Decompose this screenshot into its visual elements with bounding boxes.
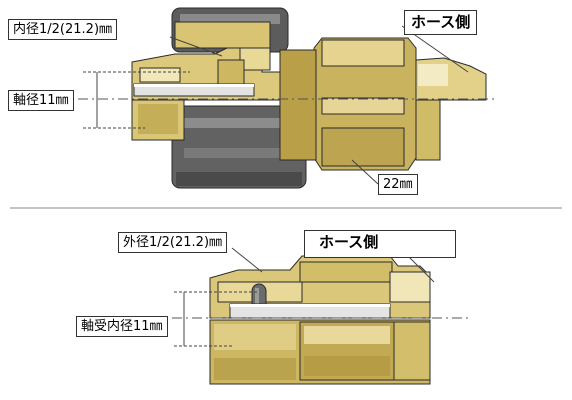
bottom-outer-diameter-label: 外径1/2(21.2)㎜ bbox=[118, 232, 228, 253]
bottom-steel-shaft bbox=[229, 303, 391, 319]
bottom-hose-side-label: ホース側 bbox=[304, 230, 456, 258]
bottom-bearing-inner-diameter-label: 軸受内径11㎜ bbox=[76, 316, 168, 337]
bottom-assembly bbox=[172, 247, 470, 385]
top-hex-nut bbox=[279, 37, 417, 171]
top-hose-side-label: ホース側 bbox=[404, 10, 478, 35]
top-brass-lower bbox=[131, 99, 185, 141]
top-assembly bbox=[78, 7, 498, 189]
top-inner-diameter-label: 内径1/2(21.2)㎜ bbox=[8, 19, 118, 40]
bottom-hex-nut bbox=[209, 319, 431, 385]
top-hose-barb bbox=[415, 57, 487, 161]
top-steel-shaft bbox=[133, 83, 255, 97]
top-hex-size-label: 22㎜ bbox=[378, 174, 418, 195]
top-shaft-diameter-label: 軸径11㎜ bbox=[8, 90, 74, 111]
